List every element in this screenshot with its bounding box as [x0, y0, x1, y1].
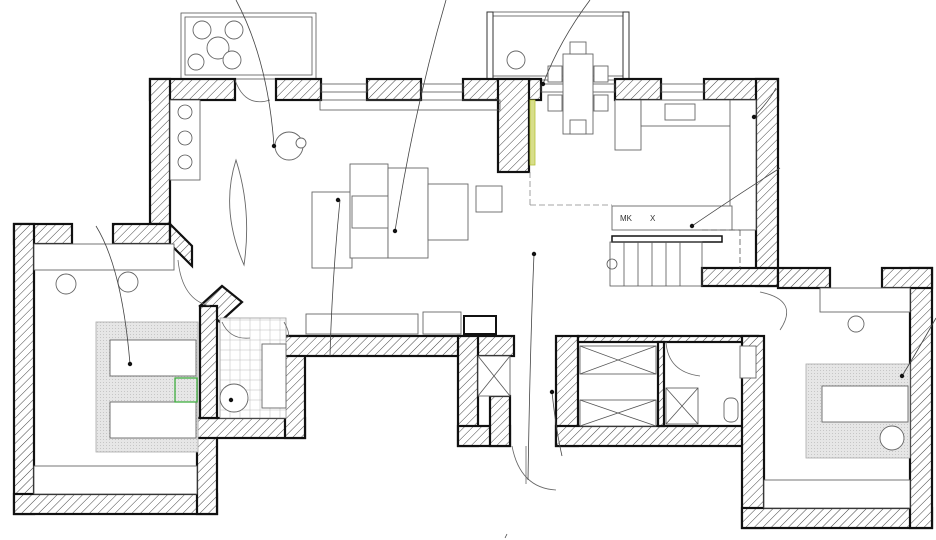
- stairs: [606, 229, 741, 287]
- annotation-leaders: [95, 0, 936, 539]
- kitchen: MK X: [529, 99, 757, 243]
- kitchen-label-mk: MK: [620, 214, 633, 223]
- balcony-dining: [486, 11, 630, 81]
- plant-icon: [177, 104, 193, 170]
- dining-area: [529, 41, 609, 166]
- bathroom-left: [219, 317, 287, 419]
- kitchen-label-x: X: [650, 214, 656, 223]
- utility-rooms: [477, 345, 757, 427]
- right-bedroom: [763, 287, 911, 509]
- doors: [177, 79, 788, 491]
- living-room: [169, 99, 503, 335]
- left-bedroom: [33, 243, 199, 495]
- exterior-walls: [12, 77, 934, 530]
- terrace-left: [180, 12, 317, 80]
